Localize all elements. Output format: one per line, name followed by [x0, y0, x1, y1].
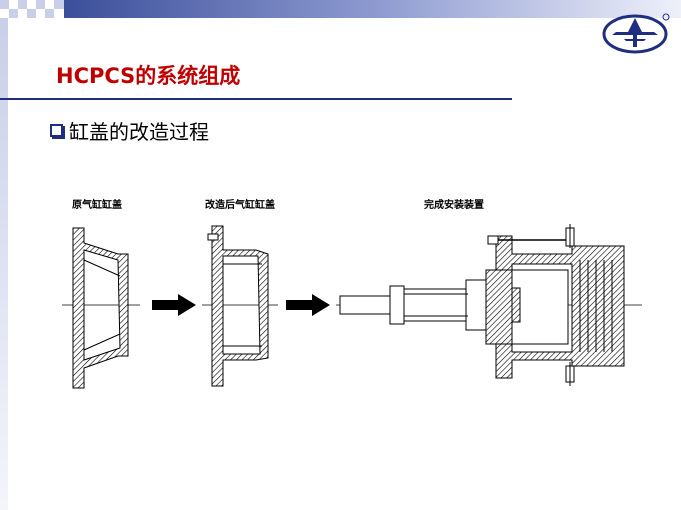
original-head-drawing	[62, 227, 140, 389]
caption-installed-device: 完成安装装置	[424, 200, 484, 211]
cylinder-head-diagram: 原气缸缸盖 改造后气缸缸盖 完成安装装置	[40, 188, 650, 398]
company-logo-icon	[602, 13, 670, 54]
bullet-item: 缸盖的改造过程	[50, 116, 209, 145]
left-side-bar	[0, 18, 8, 510]
header-band	[0, 0, 681, 18]
slide-title: HCPCS的系统组成	[56, 64, 241, 88]
square-bullet-icon	[50, 124, 63, 137]
modified-head-drawing	[202, 225, 278, 387]
title-underline	[0, 98, 512, 100]
installed-device-drawing	[336, 224, 642, 386]
diagram-drawing	[62, 224, 642, 389]
caption-original-head: 原气缸缸盖	[72, 200, 122, 211]
checker-pattern	[0, 0, 64, 18]
right-arrow-icon	[286, 294, 330, 316]
bullet-text: 缸盖的改造过程	[69, 120, 209, 144]
right-arrow-icon	[152, 294, 196, 316]
caption-modified-head: 改造后气缸缸盖	[205, 200, 275, 211]
